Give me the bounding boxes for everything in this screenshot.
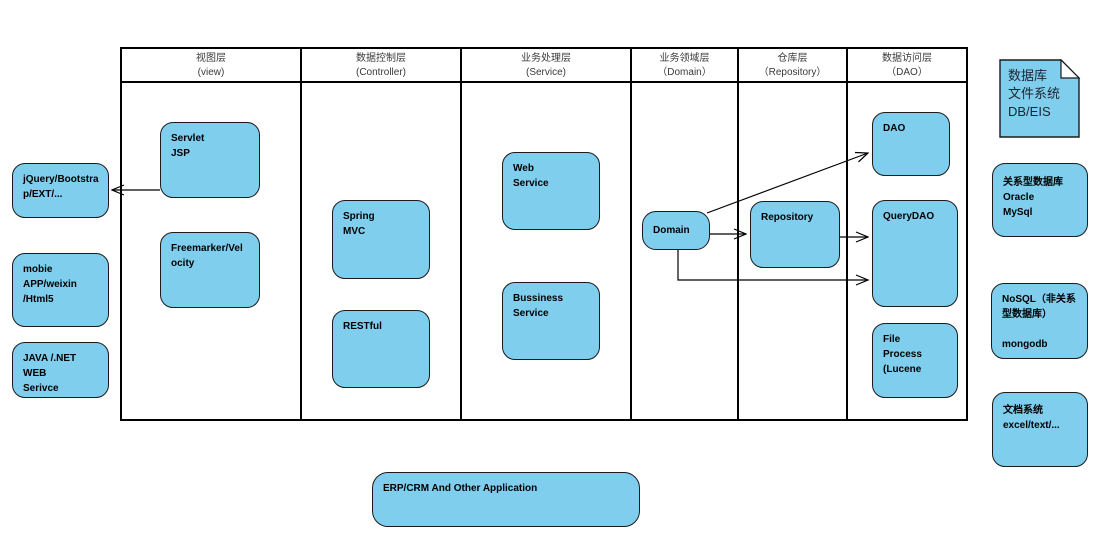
node-db-file-system: 数据库 文件系统 DB/EIS bbox=[999, 59, 1081, 139]
node-spring-mvc: Spring MVC bbox=[332, 200, 430, 279]
node-restful: RESTful bbox=[332, 310, 430, 388]
layer-col-view: 视图层 (view) bbox=[122, 49, 302, 419]
node-erp-crm-application: ERP/CRM And Other Application bbox=[372, 472, 640, 527]
layer-header-view: 视图层 (view) bbox=[122, 49, 300, 83]
layer-header-dao: 数据访问层 （DAO） bbox=[848, 49, 966, 83]
layer-title-cn: 数据控制层 bbox=[356, 53, 406, 64]
node-relational-db: 关系型数据库 Oracle MySql bbox=[992, 163, 1088, 237]
layer-title-en: （Domain） bbox=[657, 67, 712, 78]
layer-title-cn: 业务处理层 bbox=[521, 53, 571, 64]
node-mobile-app: mobie APP/weixin /Html5 bbox=[12, 253, 109, 327]
node-querydao: QueryDAO bbox=[872, 200, 958, 307]
layer-header-domain: 业务领域层 （Domain） bbox=[632, 49, 737, 83]
node-dao: DAO bbox=[872, 112, 950, 176]
node-repository: Repository bbox=[750, 201, 840, 268]
layer-col-controller: 数据控制层 (Controller) bbox=[302, 49, 462, 419]
node-bussiness-service: Bussiness Service bbox=[502, 282, 600, 360]
layer-title-en: (view) bbox=[197, 67, 225, 78]
layer-title-en: (Service) bbox=[525, 67, 566, 78]
node-freemarker-velocity: Freemarker/Vel ocity bbox=[160, 232, 260, 308]
node-web-service: Web Service bbox=[502, 152, 600, 230]
layer-header-repository: 仓库层 （Repository） bbox=[739, 49, 846, 83]
layer-col-dao: 数据访问层 （DAO） bbox=[848, 49, 966, 419]
layer-header-controller: 数据控制层 (Controller) bbox=[302, 49, 460, 83]
layer-title-en: （Repository） bbox=[758, 67, 827, 78]
node-nosql-mongodb: NoSQL（非关系 型数据库） mongodb bbox=[991, 283, 1088, 359]
layer-col-repository: 仓库层 （Repository） bbox=[739, 49, 848, 419]
node-jquery-bootstrap: jQuery/Bootstra p/EXT/... bbox=[12, 163, 109, 218]
document-shape-icon bbox=[999, 59, 1081, 138]
layer-title-cn: 数据访问层 bbox=[882, 53, 932, 64]
document-shape-label: 数据库 文件系统 DB/EIS bbox=[1008, 68, 1061, 119]
layer-title-cn: 视图层 bbox=[196, 53, 226, 64]
layer-title-en: (Controller) bbox=[355, 67, 406, 78]
node-servlet-jsp: Servlet JSP bbox=[160, 122, 260, 198]
node-document-system: 文档系统 excel/text/... bbox=[992, 392, 1088, 467]
layer-title-cn: 仓库层 bbox=[777, 53, 808, 64]
layer-title-en: （DAO） bbox=[886, 67, 928, 78]
layer-title-cn: 业务领域层 bbox=[659, 53, 710, 64]
layer-col-service: 业务处理层 (Service) bbox=[462, 49, 632, 419]
layer-header-service: 业务处理层 (Service) bbox=[462, 49, 630, 83]
node-domain: Domain bbox=[642, 211, 710, 250]
node-java-net-web-service: JAVA /.NET WEB Serivce bbox=[12, 342, 109, 398]
node-file-process-lucene: File Process (Lucene bbox=[872, 323, 958, 398]
